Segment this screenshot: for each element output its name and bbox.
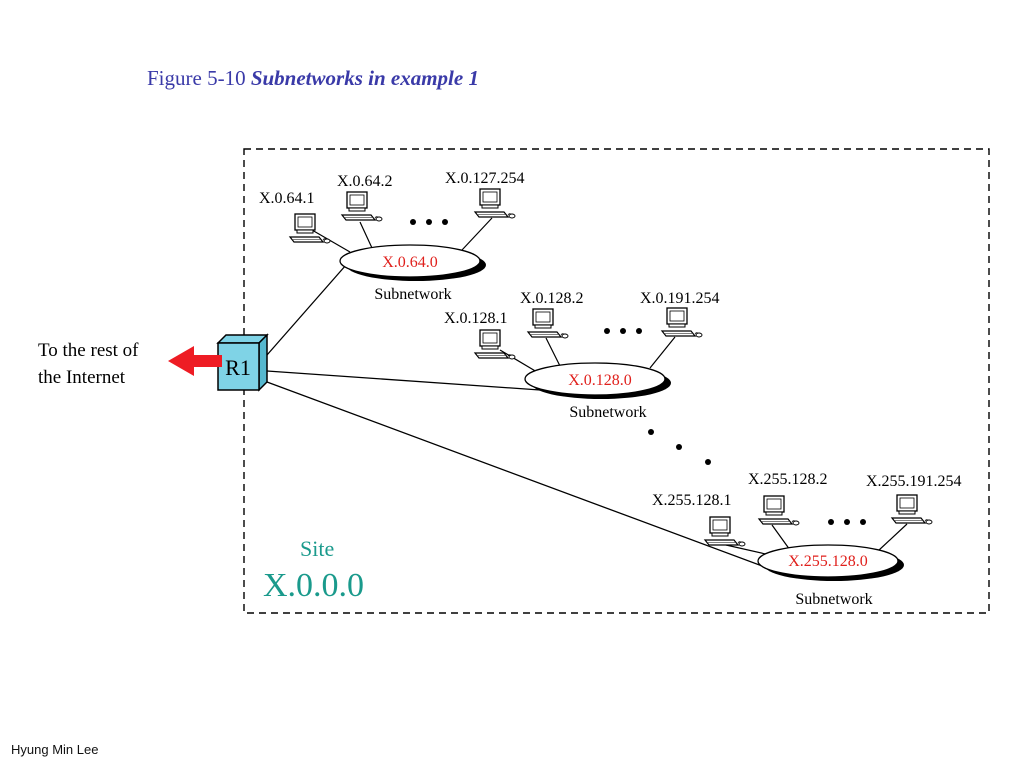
- router-label: R1: [225, 355, 251, 380]
- computer-icon: [758, 495, 800, 526]
- computer-icon: [704, 516, 746, 547]
- subnet-3-host-3: X.255.191.254: [866, 473, 962, 490]
- more-subnets-dots: [648, 429, 711, 465]
- link-r1-subnet-1: [266, 264, 347, 356]
- subnet-1: X.0.64.0 Subnetwork X.0.64.1 X.0.64.2 X.…: [259, 170, 525, 303]
- computer-icon: [891, 494, 933, 525]
- computer-icon: [527, 308, 569, 339]
- computer-icon: [474, 329, 516, 360]
- figure-caption: Subnetworks in example 1: [250, 66, 479, 90]
- subnet-2-host-2: X.0.128.2: [520, 290, 584, 307]
- subnet-2-network-id: X.0.128.0: [568, 372, 632, 389]
- subnet-1-host-3: X.0.127.254: [445, 170, 525, 187]
- ellipsis-dots: [410, 219, 448, 225]
- subnet-1-label: Subnetwork: [374, 286, 451, 303]
- subnet-2-host-1: X.0.128.1: [444, 310, 508, 327]
- subnet-3-host-2: X.255.128.2: [748, 471, 828, 488]
- subnet-3-host-1: X.255.128.1: [652, 492, 732, 509]
- ellipsis-dots: [604, 328, 642, 334]
- computer-icon: [289, 213, 331, 244]
- subnet-3: X.255.128.0 Subnetwork X.255.128.1 X.255…: [652, 471, 962, 608]
- subnet-3-network-id: X.255.128.0: [788, 553, 868, 570]
- computer-icon: [341, 191, 383, 222]
- internet-label-line-2: the Internet: [38, 367, 126, 388]
- subnet-2-label: Subnetwork: [569, 404, 646, 421]
- internet-label-line-1: To the rest of: [38, 340, 139, 361]
- site-label: Site: [300, 536, 334, 561]
- ellipsis-dots: [828, 519, 866, 525]
- link-r1-subnet-3: [266, 381, 774, 571]
- subnet-3-label: Subnetwork: [795, 591, 872, 608]
- link-r1-subnet-2: [266, 370, 541, 391]
- footer-author: Hyung Min Lee: [11, 742, 99, 757]
- subnet-1-host-1: X.0.64.1: [259, 190, 315, 207]
- computer-icon: [661, 307, 703, 338]
- subnet-1-network-id: X.0.64.0: [382, 254, 438, 271]
- router-r1: R1: [216, 333, 269, 392]
- computer-icon: [474, 188, 516, 219]
- figure-number: Figure 5-10: [147, 66, 246, 90]
- internet-arrow-icon: [168, 346, 222, 376]
- subnet-2-host-3: X.0.191.254: [640, 290, 720, 307]
- figure-title: Figure 5-10 Subnetworks in example 1: [147, 66, 479, 91]
- subnet-2: X.0.128.0 Subnetwork X.0.128.1 X.0.128.2…: [444, 290, 720, 421]
- subnet-1-host-2: X.0.64.2: [337, 173, 393, 190]
- site-address: X.0.0.0: [263, 567, 364, 604]
